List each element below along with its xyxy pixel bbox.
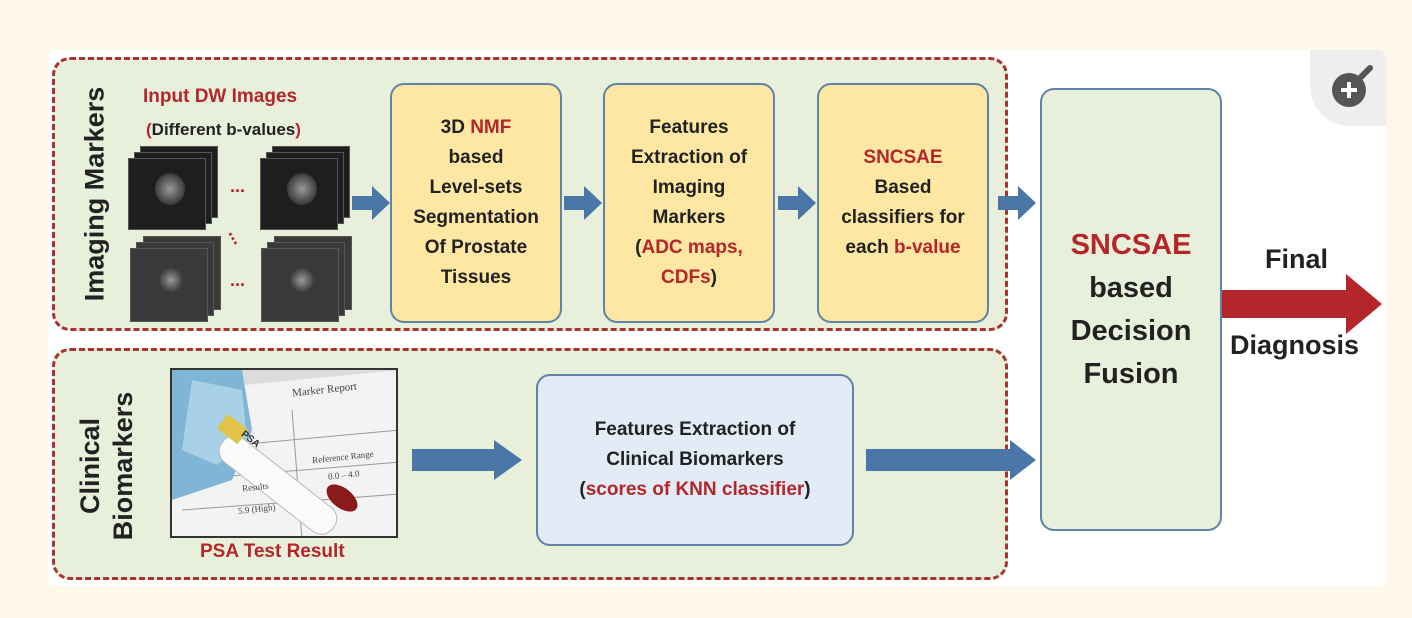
- zoom-button[interactable]: [1310, 50, 1386, 126]
- zoom-in-icon: [1332, 65, 1373, 107]
- classifiers-box: SNCSAE Based classifiers for each b-valu…: [817, 83, 989, 323]
- decision-fusion-box: SNCSAE based Decision Fusion: [1040, 88, 1222, 531]
- imaging-features-box: Features Extraction of Imaging Markers (…: [603, 83, 775, 323]
- arrow-segmentation-to-features: [564, 186, 602, 220]
- psa-caption: PSA Test Result: [200, 541, 345, 562]
- arrow-features-to-classifiers: [778, 186, 816, 220]
- imaging-markers-label: Imaging Markers: [79, 86, 110, 302]
- ellipsis-3: ...: [230, 270, 246, 290]
- clinical-biomarkers-label: Clinical Biomarkers: [75, 391, 138, 541]
- input-dw-title: Input DW Images: [143, 86, 298, 107]
- arrow-images-to-segmentation: [352, 186, 390, 220]
- arrow-classifiers-to-fusion: [998, 186, 1036, 220]
- psa-test-photo: Marker Report PSA Reference Range Result…: [170, 368, 398, 538]
- segmentation-box: 3D NMF based Level-sets Segmentation Of …: [390, 83, 562, 323]
- arrow-psa-to-features: [412, 440, 522, 480]
- psa-photo-graphic: [172, 370, 396, 536]
- input-dw-subtitle: (Different b-values): [146, 120, 301, 139]
- final-diagnosis-arrow: [1222, 274, 1382, 334]
- ellipsis-1: ...: [230, 176, 246, 196]
- final-diagnosis-label-bottom: Diagnosis: [1230, 330, 1360, 360]
- final-diagnosis-label-top: Final: [1265, 244, 1329, 274]
- clinical-features-box: Features Extraction of Clinical Biomarke…: [536, 374, 854, 546]
- arrow-clinical-to-fusion: [866, 440, 1036, 480]
